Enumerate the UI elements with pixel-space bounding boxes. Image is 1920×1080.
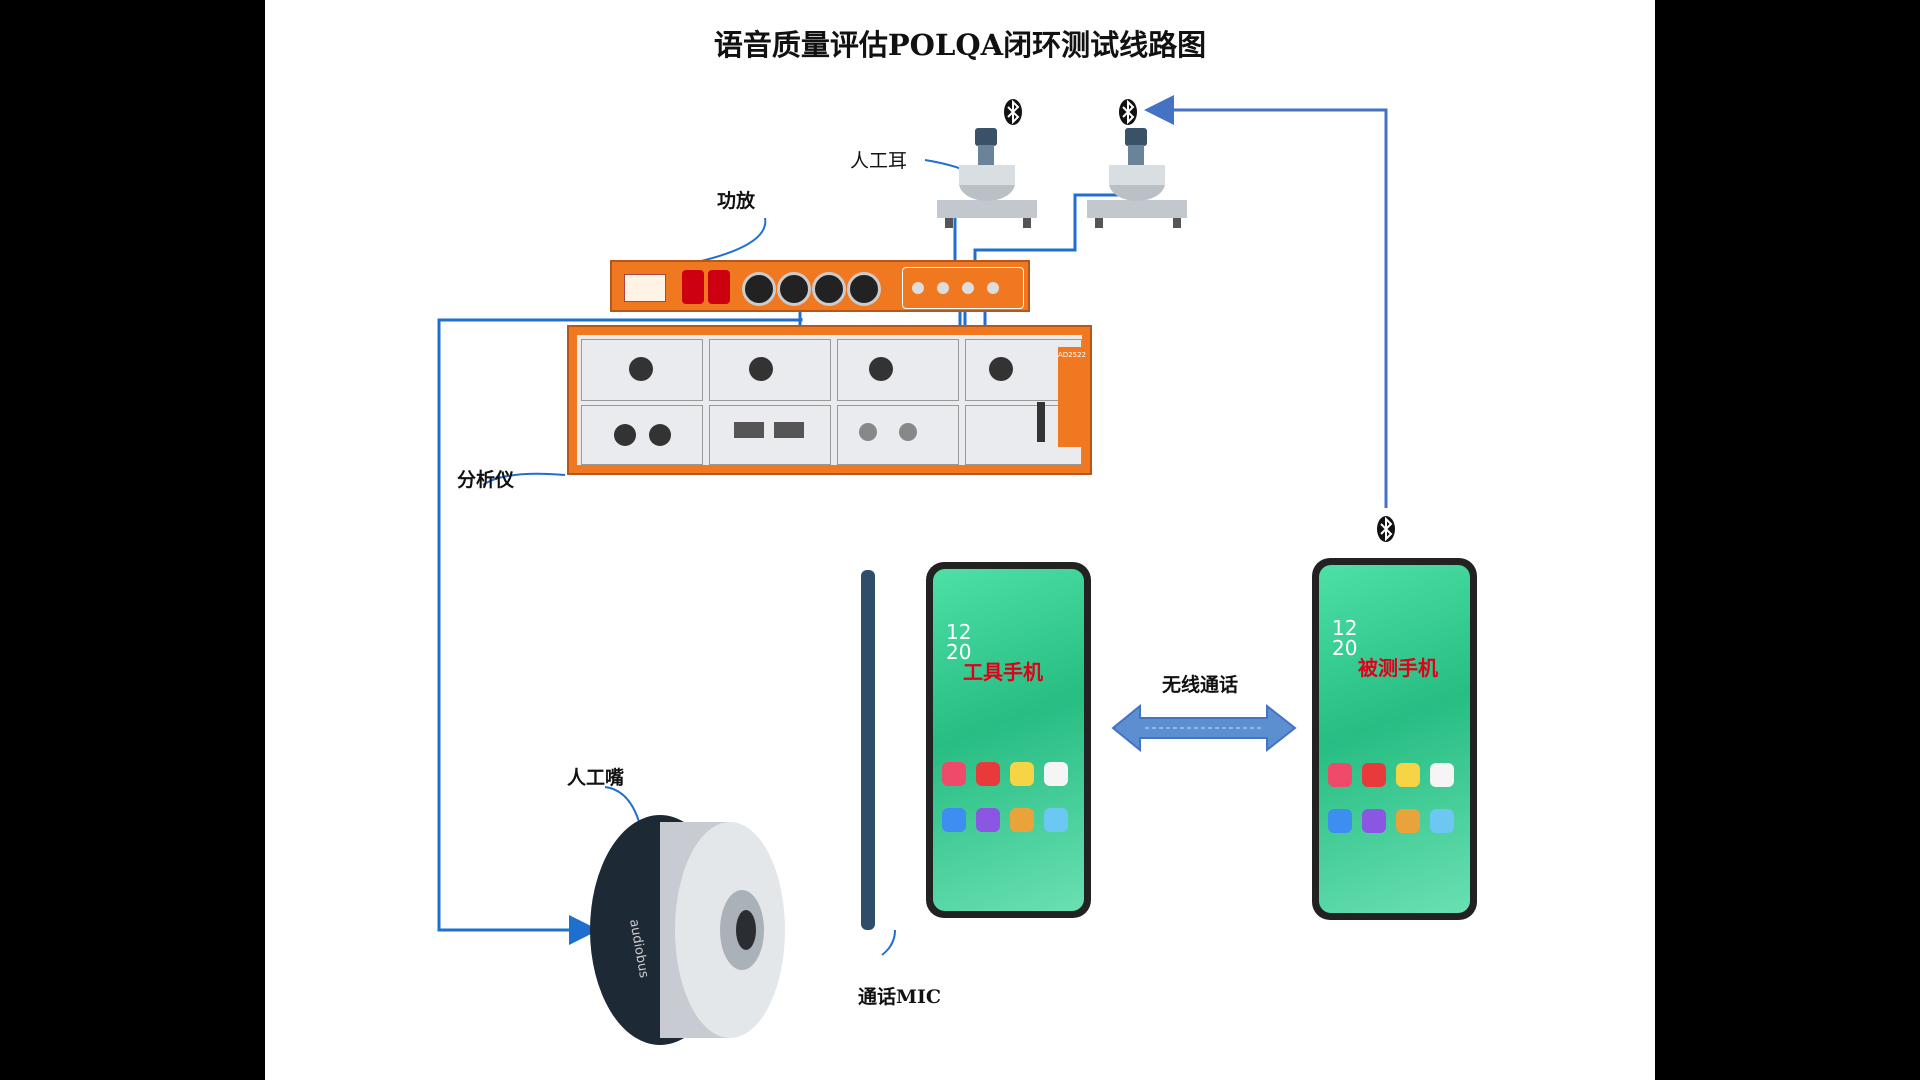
bluetooth-link [1144, 95, 1388, 508]
diagram-canvas: 语音质量评估POLQA闭环测试线路图 [265, 0, 1655, 1080]
artificial-ear-right [1087, 128, 1187, 228]
tool-phone-hour: 12 [946, 620, 972, 644]
bluetooth-icon [1119, 99, 1137, 125]
amplifier-label: 功放 [717, 190, 756, 212]
tool-phone: 12 20 [926, 562, 1091, 918]
audio-analyzer: AD2522 [567, 325, 1092, 475]
dut-phone-minute: 20 [1332, 636, 1358, 660]
wireless-call-label: 无线通话 [1162, 674, 1239, 696]
artificial-ear-left [937, 128, 1037, 228]
mic-label: 通话MIC [858, 986, 942, 1008]
dut-phone-hour: 12 [1332, 616, 1358, 640]
tool-phone-minute: 20 [946, 640, 972, 664]
bluetooth-icon [1377, 516, 1395, 542]
mouth-label: 人工嘴 [567, 767, 625, 789]
pointer-analyzer [482, 472, 566, 486]
call-mic-bar [861, 570, 875, 930]
tool-phone-label: 工具手机 [963, 660, 1043, 684]
analyzer-model: AD2522 [1058, 351, 1086, 359]
ear-label: 人工耳 [850, 150, 908, 172]
pointer-mouth [604, 786, 641, 826]
amplifier [610, 260, 1030, 312]
pointer-amp [696, 217, 767, 263]
dut-phone-label: 被测手机 [1358, 656, 1438, 680]
analyzer-label: 分析仪 [457, 469, 515, 491]
diagram-title: 语音质量评估POLQA闭环测试线路图 [713, 28, 1207, 62]
pointer-mic [881, 929, 896, 956]
bluetooth-icon [1004, 99, 1022, 125]
dut-phone: 12 20 [1312, 558, 1477, 920]
artificial-mouth: audiobus [590, 815, 785, 1045]
